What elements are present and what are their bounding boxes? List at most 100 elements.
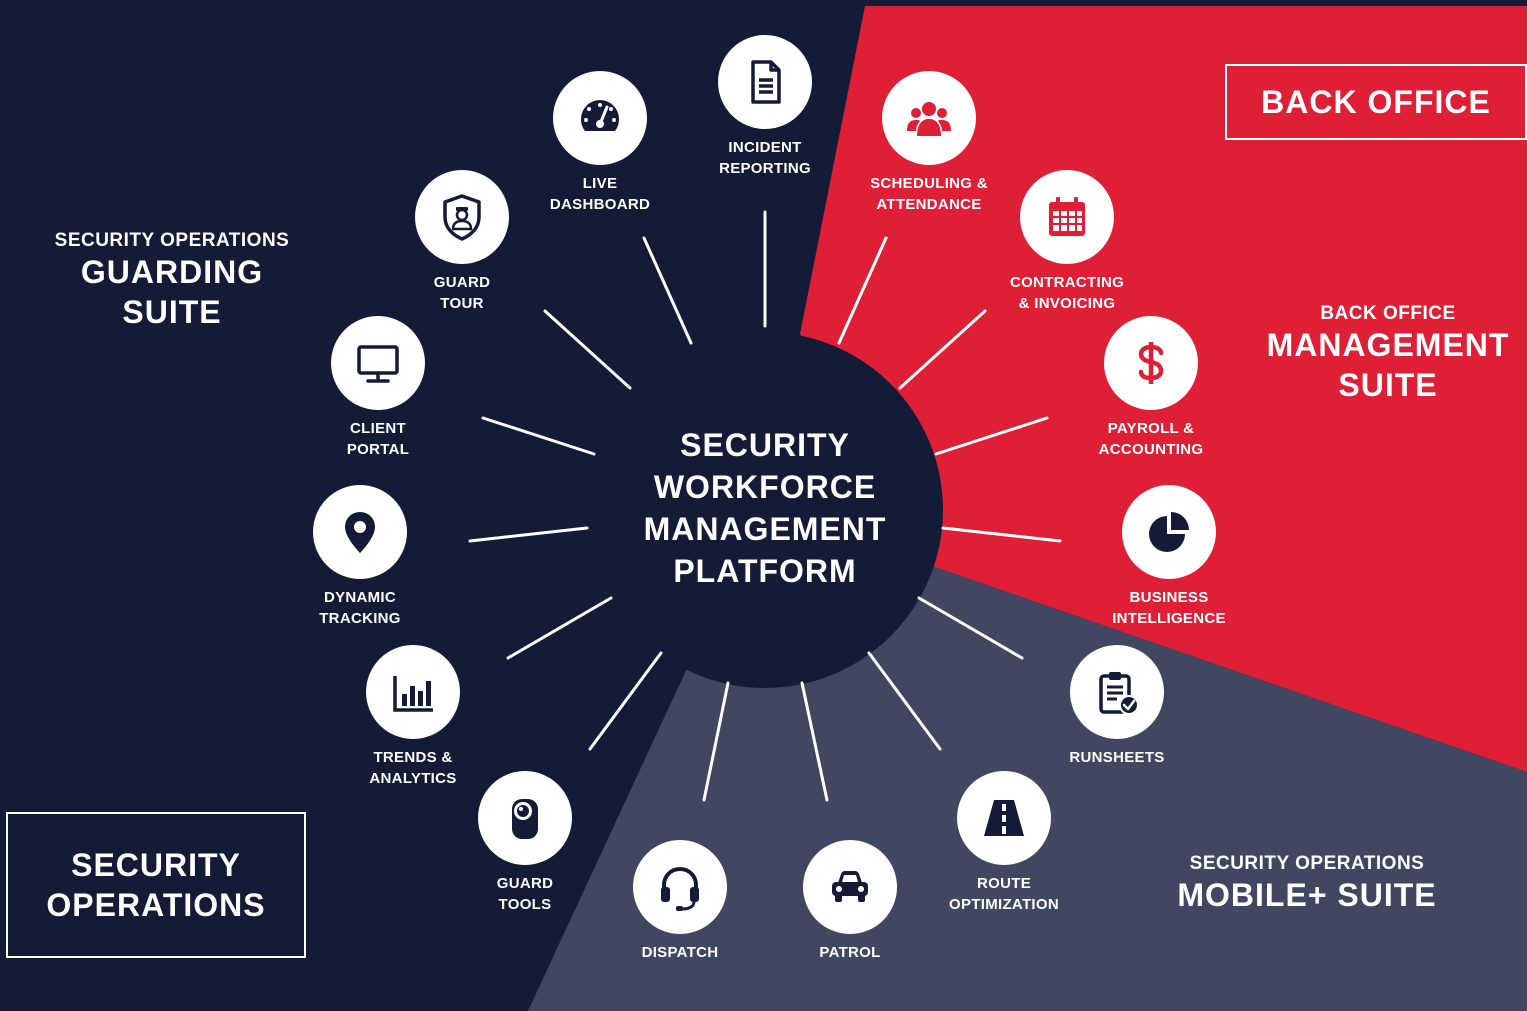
guard-tool-icon bbox=[512, 799, 538, 839]
node-scheduling-attendance[interactable]: SCHEDULING & ATTENDANCE bbox=[844, 71, 1014, 215]
node-guard-tools[interactable]: GUARD TOOLS bbox=[440, 771, 610, 915]
node-circle bbox=[803, 840, 897, 934]
node-label-line-1: RUNSHEETS bbox=[1069, 749, 1165, 766]
node-route-optimization[interactable]: ROUTE OPTIMIZATION bbox=[919, 771, 1089, 915]
node-label: CONTRACTING & INVOICING bbox=[982, 272, 1152, 314]
node-label-line-2: ACCOUNTING bbox=[1098, 441, 1204, 458]
node-live-dashboard[interactable]: LIVE DASHBOARD bbox=[515, 71, 685, 215]
node-label-line-1: DISPATCH bbox=[641, 944, 719, 961]
back-office-suite-title: BACK OFFICE MANAGEMENT SUITE bbox=[1248, 303, 1527, 405]
node-circle bbox=[718, 35, 812, 129]
security-operations-box-line-2: OPERATIONS bbox=[46, 887, 266, 923]
hub-line-1: SECURITY bbox=[680, 427, 850, 463]
node-incident-reporting[interactable]: INCIDENT REPORTING bbox=[680, 35, 850, 179]
node-label: RUNSHEETS bbox=[1032, 747, 1202, 768]
back-office-suite-big-2: SUITE bbox=[1338, 367, 1438, 403]
map-pin-icon bbox=[345, 512, 375, 553]
node-guard-tour[interactable]: GUARD TOUR bbox=[377, 170, 547, 314]
node-label: DISPATCH bbox=[595, 942, 765, 963]
node-label-line-1: LIVE bbox=[582, 175, 618, 192]
node-circle bbox=[1070, 645, 1164, 739]
back-office-box-label: BACK OFFICE bbox=[1261, 83, 1491, 120]
node-label-line-1: GUARD bbox=[496, 875, 554, 892]
mobile-suite-small: SECURITY OPERATIONS bbox=[1189, 853, 1425, 874]
node-label-line-1: CONTRACTING bbox=[1009, 274, 1125, 291]
document-icon bbox=[751, 60, 781, 104]
node-circle bbox=[1104, 316, 1198, 410]
guarding-suite-big-2: SUITE bbox=[122, 294, 222, 330]
node-circle bbox=[478, 771, 572, 865]
node-payroll-accounting[interactable]: PAYROLL & ACCOUNTING bbox=[1066, 316, 1236, 460]
node-label-line-1: SCHEDULING & bbox=[870, 175, 988, 192]
node-label-line-2: & INVOICING bbox=[1018, 295, 1116, 312]
connector-patrol bbox=[800, 681, 829, 802]
node-label: PAYROLL & ACCOUNTING bbox=[1066, 418, 1236, 460]
connector-guard-tour bbox=[543, 309, 632, 390]
connector-client-portal bbox=[481, 416, 596, 456]
node-label-line-2: REPORTING bbox=[719, 160, 811, 177]
connector-guard-tools bbox=[588, 651, 663, 751]
node-runsheets[interactable]: RUNSHEETS bbox=[1032, 645, 1202, 768]
node-label: INCIDENT REPORTING bbox=[680, 137, 850, 179]
guard-shield-icon bbox=[443, 194, 481, 241]
node-label-line-2: ANALYTICS bbox=[369, 770, 457, 787]
headset-icon bbox=[661, 866, 699, 911]
connector-contracting bbox=[898, 309, 987, 390]
node-patrol[interactable]: PATROL bbox=[765, 840, 935, 963]
guarding-suite-big-1: GUARDING bbox=[80, 254, 264, 290]
node-label: ROUTE OPTIMIZATION bbox=[919, 873, 1089, 915]
hub-line-4: PLATFORM bbox=[673, 553, 857, 589]
node-label-line-2: TRACKING bbox=[319, 610, 401, 627]
node-label: GUARD TOUR bbox=[377, 272, 547, 314]
node-circle bbox=[313, 485, 407, 579]
connector-route bbox=[867, 651, 942, 751]
connector-lines bbox=[468, 210, 1062, 802]
road-icon bbox=[984, 800, 1024, 836]
node-circle bbox=[957, 771, 1051, 865]
node-label: PATROL bbox=[765, 942, 935, 963]
node-label-line-1: CLIENT bbox=[350, 420, 406, 437]
connector-trends bbox=[506, 596, 613, 660]
node-label-line-2: TOUR bbox=[440, 295, 484, 312]
back-office-suite-big-1: MANAGEMENT bbox=[1266, 327, 1510, 363]
node-circle bbox=[331, 316, 425, 410]
mobile-suite-big: MOBILE+ SUITE bbox=[1177, 877, 1437, 913]
car-icon bbox=[832, 871, 868, 902]
hub-circle bbox=[587, 332, 943, 688]
connector-dashboard bbox=[642, 236, 693, 345]
node-dispatch[interactable]: DISPATCH bbox=[595, 840, 765, 963]
hub-line-3: MANAGEMENT bbox=[643, 511, 887, 547]
node-label-line-1: ROUTE bbox=[977, 875, 1031, 892]
node-circle bbox=[1020, 170, 1114, 264]
node-business-intelligence[interactable]: BUSINESS INTELLIGENCE bbox=[1084, 485, 1254, 629]
node-dynamic-tracking[interactable]: DYNAMIC TRACKING bbox=[275, 485, 445, 629]
node-label-line-2: DASHBOARD bbox=[549, 196, 651, 213]
guarding-suite-title: SECURITY OPERATIONS GUARDING SUITE bbox=[22, 230, 322, 332]
hub-line-2: WORKFORCE bbox=[653, 469, 877, 505]
connector-runsheets bbox=[917, 596, 1024, 660]
back-office-box: BACK OFFICE bbox=[1225, 64, 1527, 140]
speedometer-icon bbox=[580, 100, 620, 131]
node-label-line-2: TOOLS bbox=[498, 896, 552, 913]
node-client-portal[interactable]: CLIENT PORTAL bbox=[293, 316, 463, 460]
connector-payroll bbox=[934, 416, 1049, 456]
node-label-line-2: OPTIMIZATION bbox=[949, 896, 1059, 913]
connector-business-intel bbox=[941, 526, 1062, 543]
connector-scheduling bbox=[837, 236, 888, 345]
node-label: CLIENT PORTAL bbox=[293, 418, 463, 460]
mobile-suite-title: SECURITY OPERATIONS MOBILE+ SUITE bbox=[1157, 853, 1457, 915]
security-operations-box-line-1: SECURITY bbox=[71, 847, 241, 883]
node-contracting-invoicing[interactable]: CONTRACTING & INVOICING bbox=[982, 170, 1152, 314]
node-circle bbox=[415, 170, 509, 264]
node-circle bbox=[633, 840, 727, 934]
clipboard-check-icon bbox=[1099, 672, 1139, 715]
monitor-icon bbox=[357, 345, 399, 383]
node-label-line-1: GUARD bbox=[433, 274, 491, 291]
node-circle bbox=[366, 645, 460, 739]
hub-title: SECURITY WORKFORCE MANAGEMENT PLATFORM bbox=[615, 424, 915, 592]
node-trends-analytics[interactable]: TRENDS & ANALYTICS bbox=[328, 645, 498, 789]
connector-dispatch bbox=[702, 681, 730, 802]
node-label: SCHEDULING & ATTENDANCE bbox=[844, 173, 1014, 215]
node-label-line-2: ATTENDANCE bbox=[876, 196, 982, 213]
